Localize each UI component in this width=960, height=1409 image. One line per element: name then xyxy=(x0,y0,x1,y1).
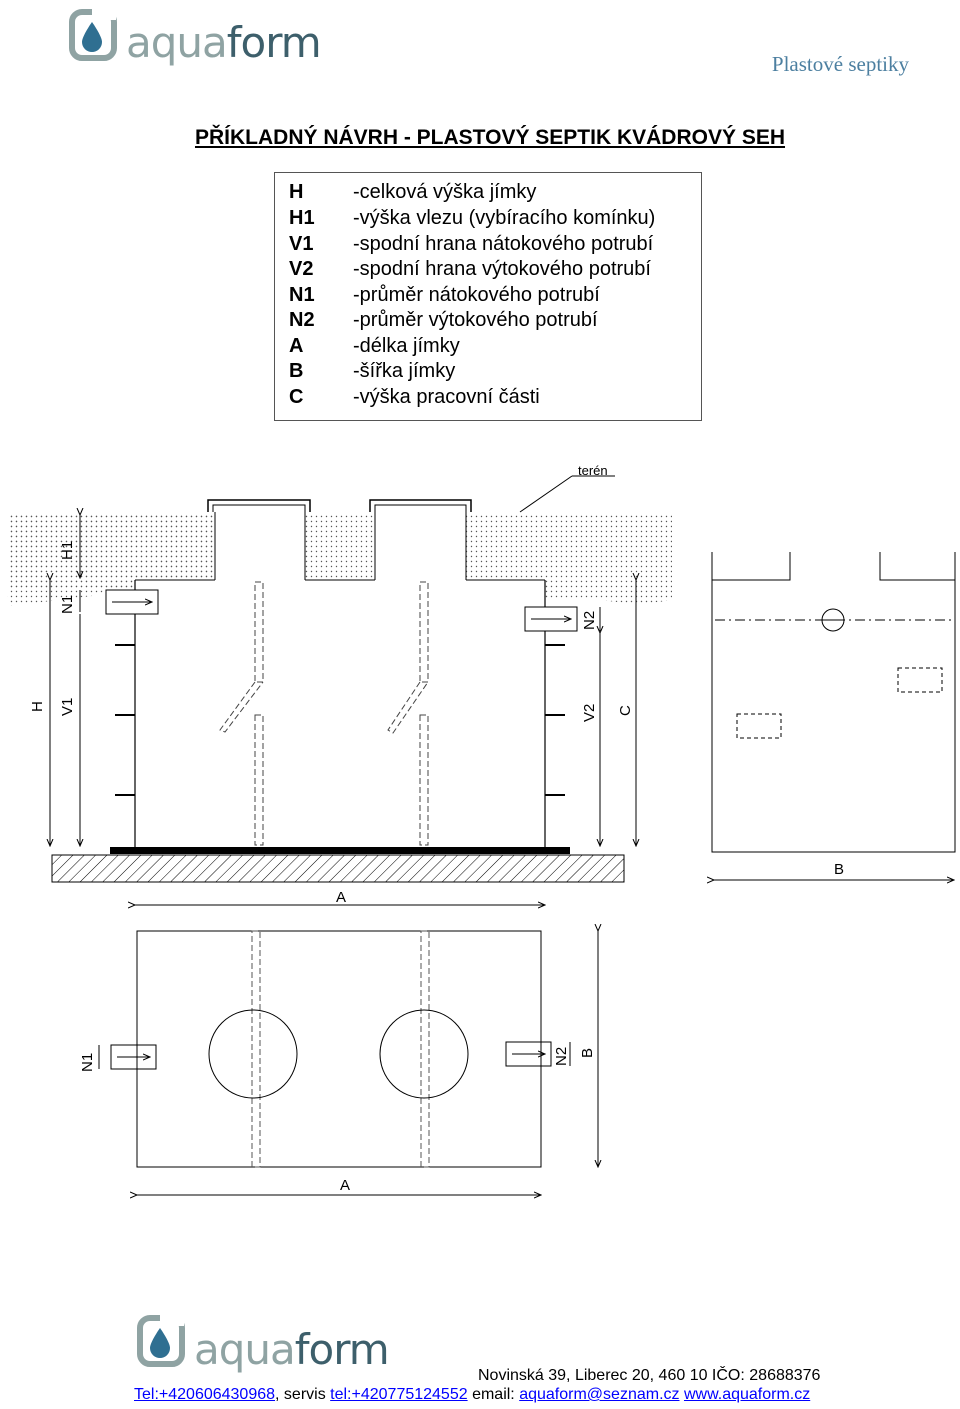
legend-desc: -výška pracovní části xyxy=(353,386,540,408)
legend-table: H -celková výška jímky H1 -výška vlezu (vy… xyxy=(274,172,702,421)
footer-contact: Tel:+420606430968, servis tel:+420775124… xyxy=(134,1386,810,1404)
label-V2: V2 xyxy=(581,704,598,722)
legend-code: N2 xyxy=(289,309,315,331)
legend-row: N1 -průměr nátokového potrubí xyxy=(289,282,600,308)
footer-brand-logo: aquaform xyxy=(136,1308,390,1374)
servis-prefix: , servis xyxy=(275,1386,331,1403)
brand-logo: aquaform xyxy=(68,2,322,67)
label-plan-B: B xyxy=(579,1048,596,1058)
legend-desc: -celková výška jímky xyxy=(353,181,537,203)
email-prefix: email: xyxy=(467,1386,520,1403)
legend-desc: -šířka jímky xyxy=(353,360,456,382)
water-drop-icon xyxy=(137,1308,185,1367)
septic-tank-drawing: terén H1 N1 H V1 N2 V2 C A B N1 xyxy=(7,463,956,1260)
water-drop-icon xyxy=(69,2,117,61)
legend-desc: -průměr výtokového potrubí xyxy=(353,309,598,331)
legend-row: B -šířka jímky xyxy=(289,358,455,384)
label-B: B xyxy=(834,861,844,878)
legend-row: N2 -průměr výtokového potrubí xyxy=(289,307,598,333)
terrain-soil xyxy=(8,515,215,606)
legend-desc: -spodní hrana výtokového potrubí xyxy=(353,258,651,280)
servis-phone-link[interactable]: tel:+420775124552 xyxy=(330,1386,468,1403)
brand-name-aqua: aqua xyxy=(126,18,228,67)
label-C: C xyxy=(617,705,634,716)
legend-code: B xyxy=(289,360,304,382)
legend-code: A xyxy=(289,335,304,357)
label-H: H xyxy=(29,701,46,712)
brand-name-aqua: aqua xyxy=(194,1325,296,1374)
legend-row: V2 -spodní hrana výtokového potrubí xyxy=(289,256,651,282)
foundation-slab xyxy=(51,854,625,883)
legend-code: V2 xyxy=(289,258,314,280)
label-N2: N2 xyxy=(581,611,598,630)
terrain-soil xyxy=(305,515,375,580)
label-teren: terén xyxy=(578,463,608,478)
page-title: PŘÍKLADNÝ NÁVRH - PLASTOVÝ SEPTIK KVÁDRO… xyxy=(194,126,786,149)
legend-row: H -celková výška jímky xyxy=(289,179,536,205)
label-N1: N1 xyxy=(59,595,76,614)
plan-inlet-pipe xyxy=(110,1044,157,1070)
legend-desc: -délka jímky xyxy=(353,335,460,357)
label-H1: H1 xyxy=(59,541,76,560)
brand-name-form: form xyxy=(294,1325,390,1374)
legend-desc: -výška vlezu (vybíracího komínku) xyxy=(353,207,656,229)
legend-desc: -spodní hrana nátokového potrubí xyxy=(353,233,654,255)
legend-code: N1 xyxy=(289,284,315,306)
footer-address: Novinská 39, Liberec 20, 460 10 IČO: 286… xyxy=(478,1367,821,1384)
legend-code: C xyxy=(289,386,304,408)
legend-desc: -průměr nátokového potrubí xyxy=(353,284,600,306)
header-category: Plastové septiky xyxy=(771,52,909,76)
legend-row: H1 -výška vlezu (vybíracího komínku) xyxy=(289,205,655,231)
legend-row: C -výška pracovní části xyxy=(289,384,540,410)
label-V1: V1 xyxy=(59,698,76,716)
web-link[interactable]: www.aquaform.cz xyxy=(683,1386,811,1403)
brand-name-form: form xyxy=(226,18,322,67)
legend-code: H xyxy=(289,181,304,203)
label-plan-N2: N2 xyxy=(553,1047,570,1066)
legend-code: V1 xyxy=(289,233,314,255)
label-A: A xyxy=(336,889,346,906)
terrain-soil xyxy=(466,515,672,603)
email-link[interactable]: aquaform@seznam.cz xyxy=(519,1386,680,1403)
plan-outlet-pipe xyxy=(505,1041,552,1067)
label-plan-N1: N1 xyxy=(79,1053,96,1072)
phone-link[interactable]: Tel:+420606430968 xyxy=(134,1386,276,1403)
legend-code: H1 xyxy=(289,207,315,229)
legend-row: V1 -spodní hrana nátokového potrubí xyxy=(289,231,653,257)
label-plan-A: A xyxy=(340,1177,350,1194)
legend-row: A -délka jímky xyxy=(289,333,460,359)
